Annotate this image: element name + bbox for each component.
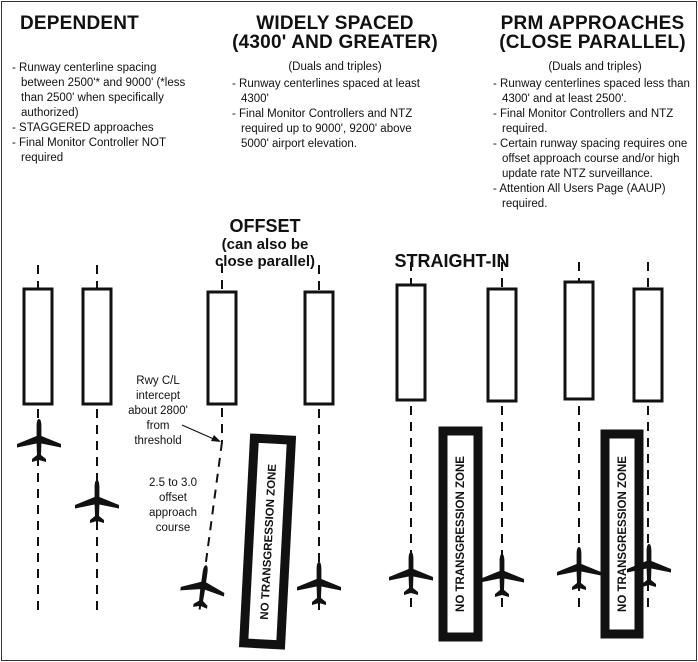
offset-course-note-line: 2.5 to 3.0 bbox=[149, 477, 197, 489]
widely-spaced-bullet: Final Monitor Controllers and NTZ requir… bbox=[232, 107, 432, 152]
runway-dep-1 bbox=[22, 287, 54, 406]
prm-bullet: Final Monitor Controllers and NTZ requir… bbox=[493, 107, 693, 137]
widely-spaced-title-line1: WIDELY SPACED bbox=[256, 13, 414, 34]
runway-prm-1 bbox=[563, 280, 595, 401]
ntz-zone-prm bbox=[600, 429, 644, 639]
ntz-zone-offset bbox=[238, 433, 297, 650]
prm-bullet: Attention All Users Page (AAUP) required… bbox=[493, 182, 693, 212]
airplane-icon bbox=[389, 552, 433, 595]
runway-offset-1 bbox=[206, 290, 238, 406]
widely-spaced-title-line2: (4300' AND GREATER) bbox=[232, 32, 438, 53]
widely-spaced-title: WIDELY SPACED (4300' AND GREATER) bbox=[220, 14, 450, 52]
dependent-title: DEPENDENT bbox=[20, 13, 139, 34]
ntz-label-straight: NO TRANSGRESSION ZONE bbox=[455, 456, 467, 612]
runway-straight-1 bbox=[395, 283, 427, 402]
intercept-arrow bbox=[181, 424, 221, 442]
offset-course-note-line: course bbox=[155, 522, 191, 534]
runway-prm-2 bbox=[632, 287, 664, 403]
offset-title-block: OFFSET (can also be close parallel) bbox=[200, 216, 330, 270]
offset-course-note-line: offset bbox=[159, 492, 187, 504]
offset-title: OFFSET bbox=[229, 216, 301, 236]
widely-spaced-bullet: Runway centerlines spaced at least 4300' bbox=[232, 77, 432, 107]
prm-bullet: Certain runway spacing requires one offs… bbox=[493, 137, 693, 182]
dependent-bullet: Final Monitor Controller NOT required bbox=[12, 136, 190, 166]
aircraft bbox=[17, 419, 671, 611]
prm-bullets: Runway centerlines spaced less than 4300… bbox=[493, 77, 693, 212]
offset-course-note-line: approach bbox=[149, 507, 197, 519]
airplane-icon bbox=[480, 554, 524, 597]
widely-spaced-bullets: Runway centerlines spaced at least 4300'… bbox=[232, 77, 432, 152]
dependent-bullet: STAGGERED approaches bbox=[12, 121, 190, 136]
intercept-note: Rwy C/L intercept about 2800' from thres… bbox=[120, 374, 196, 449]
runways bbox=[22, 280, 664, 406]
prm-title-line1: PRM APPROACHES bbox=[500, 13, 685, 34]
intercept-note-line: about 2800' bbox=[128, 405, 188, 417]
airplane-icon bbox=[75, 480, 119, 523]
prm-bullet: Runway centerlines spaced less than 4300… bbox=[493, 77, 693, 107]
offset-course-note: 2.5 to 3.0 offset approach course bbox=[138, 476, 208, 536]
intercept-note-line: threshold bbox=[134, 435, 182, 447]
prm-title-line2: (CLOSE PARALLEL) bbox=[499, 32, 686, 53]
runway-offset-2 bbox=[303, 290, 335, 406]
intercept-note-line: intercept bbox=[135, 390, 181, 402]
airplane-icon bbox=[297, 562, 341, 605]
prm-subtitle: (Duals and triples) bbox=[548, 61, 642, 73]
ntz-zone-straight bbox=[438, 426, 483, 642]
intercept-note-line: from bbox=[146, 420, 170, 432]
straight-in-title: STRAIGHT-IN bbox=[394, 251, 510, 271]
airplane-icon bbox=[557, 547, 601, 590]
offset-subtitle-line2: close parallel) bbox=[214, 253, 316, 270]
ntz-label-prm: NO TRANSGRESSION ZONE bbox=[617, 456, 629, 612]
dependent-bullet: Runway centerline spacing between 2500'*… bbox=[12, 61, 190, 121]
airplane-icon bbox=[17, 419, 61, 462]
airplane-icon bbox=[178, 562, 228, 611]
intercept-note-line: Rwy C/L bbox=[136, 375, 180, 387]
prm-title: PRM APPROACHES (CLOSE PARALLEL) bbox=[490, 14, 695, 52]
offset-subtitle-line1: (can also be bbox=[221, 236, 309, 253]
runway-straight-2 bbox=[486, 287, 518, 403]
widely-spaced-subtitle: (Duals and triples) bbox=[288, 61, 382, 73]
runway-dep-2 bbox=[81, 287, 113, 406]
ntz-zones bbox=[238, 426, 644, 650]
dependent-bullets: Runway centerline spacing between 2500'*… bbox=[12, 61, 190, 166]
